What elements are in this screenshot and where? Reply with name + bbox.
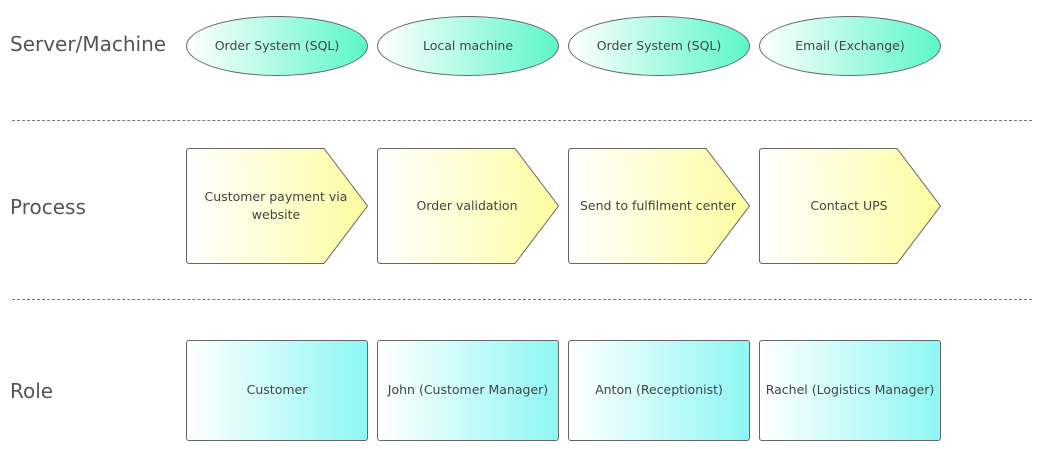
process-label: Customer payment via website — [204, 188, 348, 222]
process-label: Contact UPS — [810, 197, 888, 213]
server-node-2[interactable]: Local machine — [377, 16, 559, 76]
server-node-4[interactable]: Email (Exchange) — [759, 16, 941, 76]
role-node-2[interactable]: John (Customer Manager) — [377, 340, 559, 441]
role-node-1[interactable]: Customer — [186, 340, 368, 441]
role-node-4[interactable]: Rachel (Logistics Manager) — [759, 340, 941, 441]
server-node-3[interactable]: Order System (SQL) — [568, 16, 750, 76]
process-shape — [186, 148, 369, 264]
server-node-1[interactable]: Order System (SQL) — [186, 16, 368, 76]
lane-divider — [12, 120, 1032, 121]
process-label: Order validation — [416, 197, 518, 213]
role-node-3[interactable]: Anton (Receptionist) — [568, 340, 750, 441]
process-node-3[interactable]: Send to fulfilment center — [568, 148, 751, 264]
lane-label-process: Process — [10, 195, 86, 219]
process-shape — [377, 148, 560, 264]
process-shape — [568, 148, 751, 264]
process-node-4[interactable]: Contact UPS — [759, 148, 942, 264]
lane-label-role: Role — [10, 379, 54, 403]
process-node-1[interactable]: Customer payment via website — [186, 148, 369, 264]
process-label: Send to fulfilment center — [580, 197, 736, 213]
process-shape — [759, 148, 942, 264]
lane-divider — [12, 299, 1032, 300]
lane-label-server: Server/Machine — [10, 32, 167, 56]
process-node-2[interactable]: Order validation — [377, 148, 560, 264]
